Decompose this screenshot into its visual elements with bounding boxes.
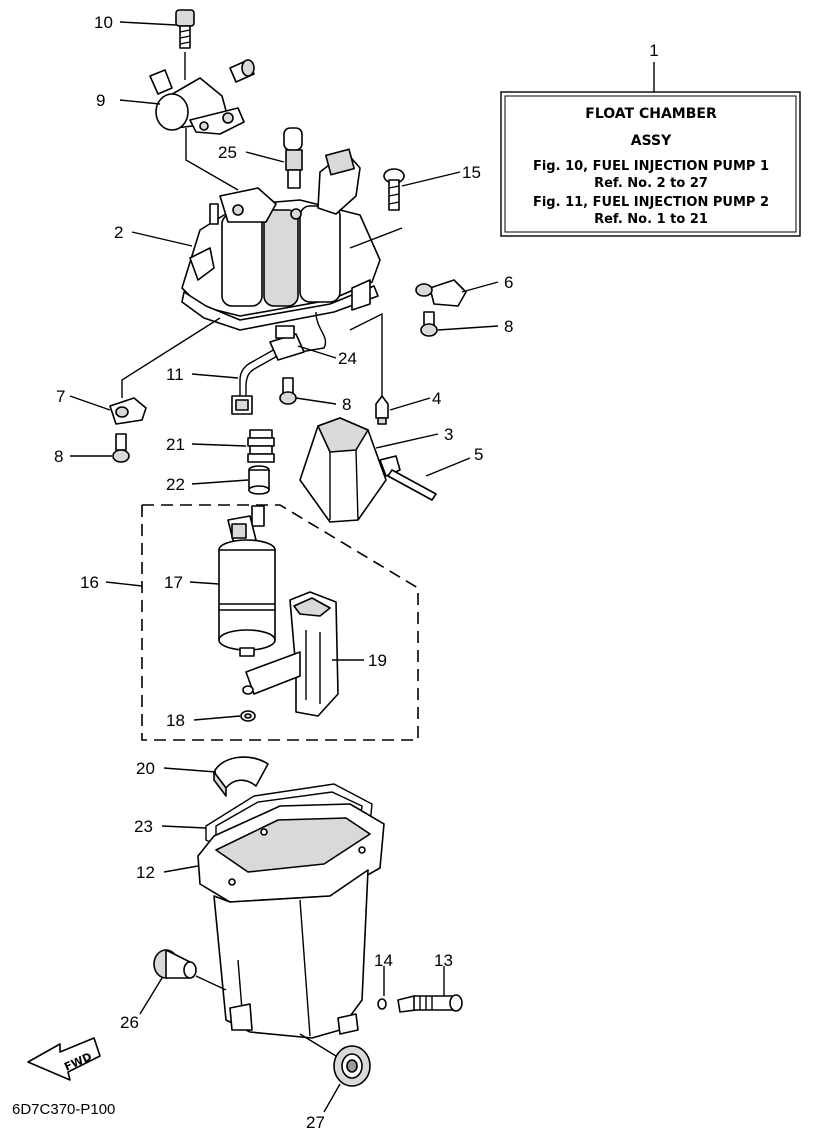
part-8-screw-middle	[279, 377, 297, 405]
callout-16: 16	[80, 573, 99, 592]
part-12-chamber-body	[197, 803, 385, 1039]
part-16-group-boundary	[141, 504, 419, 741]
box-fig11: Fig. 11, FUEL INJECTION PUMP 2	[533, 195, 769, 210]
diagram-code: 6D7C370-P100	[12, 1101, 115, 1118]
part-21-filter	[247, 429, 275, 463]
part-8-screw-right	[420, 311, 438, 337]
part-17-fuel-pump	[218, 505, 276, 657]
callout-20: 20	[136, 759, 155, 778]
callout-numbers: 10 9 25 15 2 6 8 24 11 7 8 4 3 21 8 5 22…	[54, 13, 513, 1132]
part-25-sensor	[283, 127, 303, 189]
callout-27: 27	[306, 1113, 325, 1132]
part-19-pump-filter	[245, 591, 339, 717]
part-10-bolt	[175, 9, 195, 80]
part-13-valve	[397, 994, 463, 1013]
box-fig10-ref: Ref. No. 2 to 27	[594, 176, 708, 191]
box-title-line2: ASSY	[631, 133, 672, 149]
part-8-screw-left	[112, 433, 130, 463]
callout-11: 11	[166, 365, 184, 384]
callout-26: 26	[120, 1013, 139, 1032]
callout-24: 24	[338, 349, 357, 368]
callout-10: 10	[94, 13, 113, 32]
part-11-wire-harness	[231, 343, 289, 415]
part-18-washer	[240, 685, 256, 722]
part-7-clip	[109, 397, 147, 425]
callout-12: 12	[136, 863, 155, 882]
box-fig11-ref: Ref. No. 1 to 21	[594, 212, 708, 227]
callout-17: 17	[164, 573, 183, 592]
callout-8-right: 8	[504, 317, 513, 336]
callout-14: 14	[374, 951, 393, 970]
callout-25: 25	[218, 143, 237, 162]
part-6-clip	[415, 279, 467, 307]
callout-5: 5	[474, 445, 483, 464]
part-20-holder	[213, 756, 269, 797]
callout-4: 4	[432, 389, 441, 408]
callout-9: 9	[96, 91, 105, 110]
fwd-arrow-icon: FWD	[27, 1037, 101, 1081]
callout-19: 19	[368, 651, 387, 670]
callout-18: 18	[166, 711, 185, 730]
callout-8-middle: 8	[342, 395, 351, 414]
box-fig10: Fig. 10, FUEL INJECTION PUMP 1	[533, 159, 769, 174]
part-26-drain-plug	[153, 949, 227, 991]
part-3-float	[299, 417, 387, 523]
callout-6: 6	[504, 273, 513, 292]
callout-21: 21	[166, 435, 185, 454]
part-5-pin	[379, 455, 437, 501]
callout-7: 7	[56, 387, 65, 406]
callout-23: 23	[134, 817, 153, 836]
float-chamber-info-box: 1 FLOAT CHAMBER ASSY Fig. 10, FUEL INJEC…	[500, 41, 801, 237]
callout-3: 3	[444, 425, 453, 444]
callout-1: 1	[649, 41, 658, 60]
callout-15: 15	[462, 163, 481, 182]
part-4-needle	[375, 395, 389, 425]
part-2-chamber-cover	[181, 148, 381, 353]
callout-2: 2	[114, 223, 123, 242]
box-title-line1: FLOAT CHAMBER	[585, 106, 717, 122]
callout-8-left: 8	[54, 447, 63, 466]
part-14-o-ring	[377, 998, 387, 1010]
callout-22: 22	[166, 475, 185, 494]
part-22-sleeve	[248, 465, 270, 495]
leader-lines	[69, 21, 499, 1113]
part-27-fitting	[299, 1033, 371, 1087]
part-15-screw	[383, 168, 405, 211]
callout-13: 13	[434, 951, 453, 970]
part-24-connector	[269, 325, 305, 361]
part-9-regulator	[149, 59, 255, 135]
